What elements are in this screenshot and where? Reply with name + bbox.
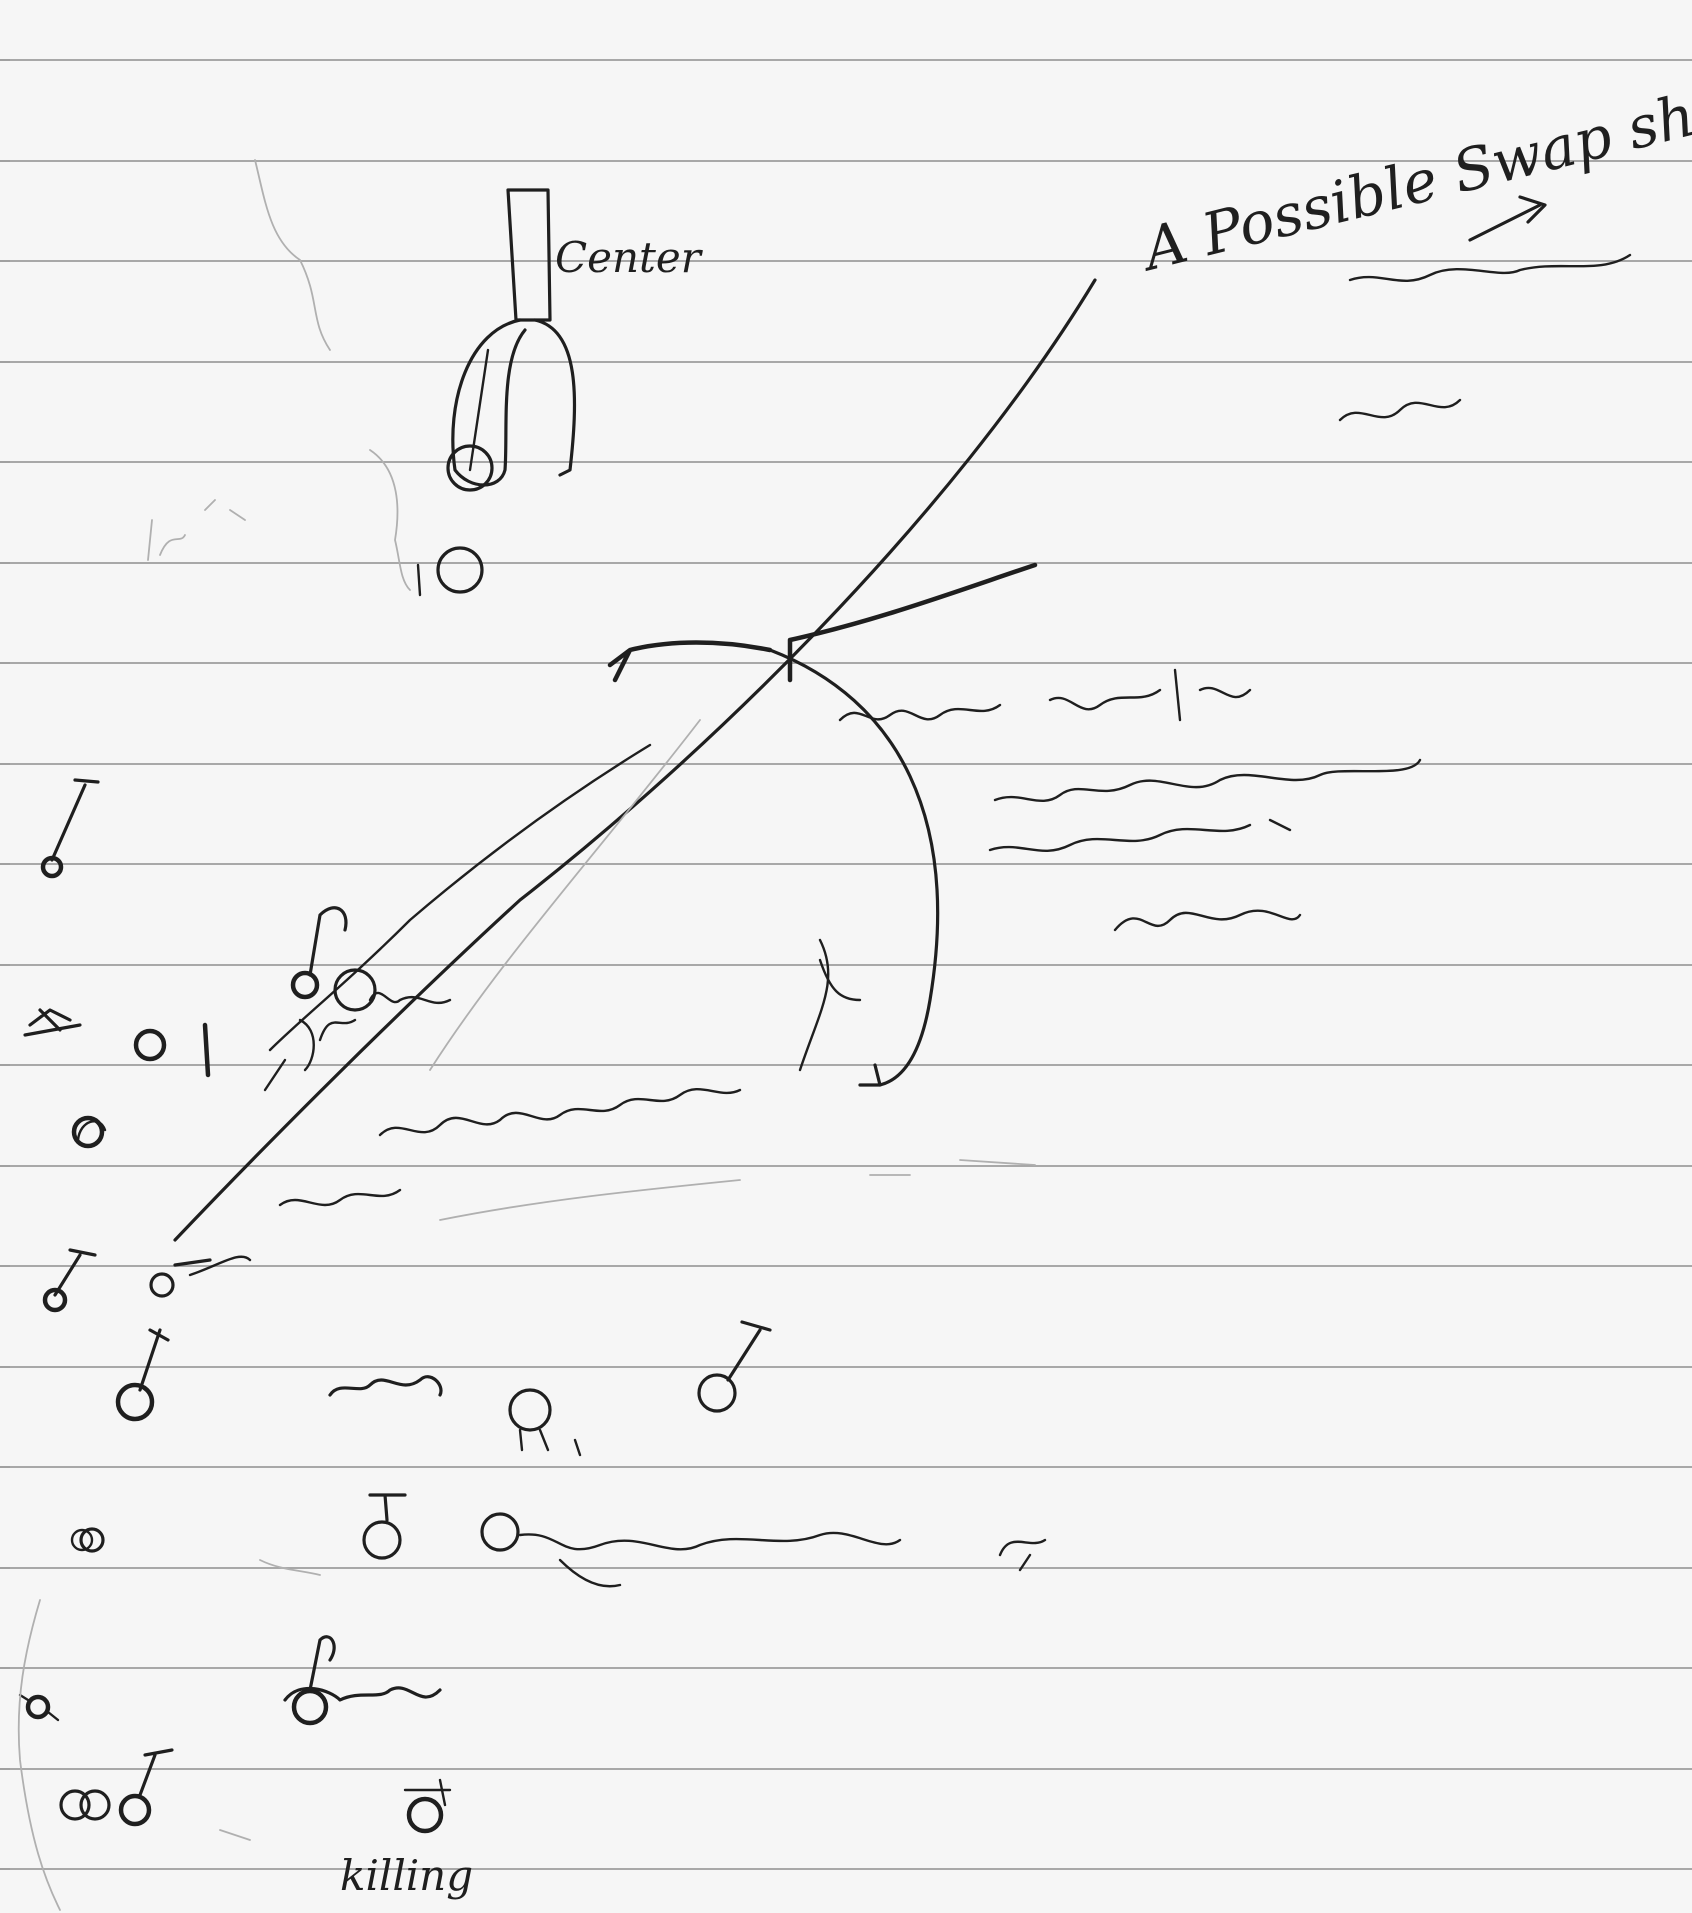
faint-route-line <box>430 720 700 1070</box>
faint-brace <box>370 450 410 590</box>
center-label: Center <box>555 233 704 282</box>
secondary-route-line <box>270 745 650 1050</box>
handwritten-heading: A Possible Swap shot <box>1132 67 1692 285</box>
arc-arrow-tip <box>860 1065 880 1085</box>
faint-boundary-line <box>255 160 330 350</box>
margin-punch-ticks <box>0 60 10 1869</box>
diagonal-route-line <box>175 280 1095 1240</box>
center-player-sketch <box>418 190 574 595</box>
player-marks <box>19 780 1045 1910</box>
heading-arrow <box>1470 197 1545 240</box>
ruled-lines <box>0 60 1692 1869</box>
faint-small-word <box>148 500 245 560</box>
arrow-left-head <box>610 643 770 681</box>
scribble-phrase-center <box>280 940 1035 1220</box>
scribble-phrase-right <box>820 255 1630 1000</box>
bottom-handwritten-word: killing <box>340 1851 473 1900</box>
swoop-arc <box>770 650 938 1085</box>
